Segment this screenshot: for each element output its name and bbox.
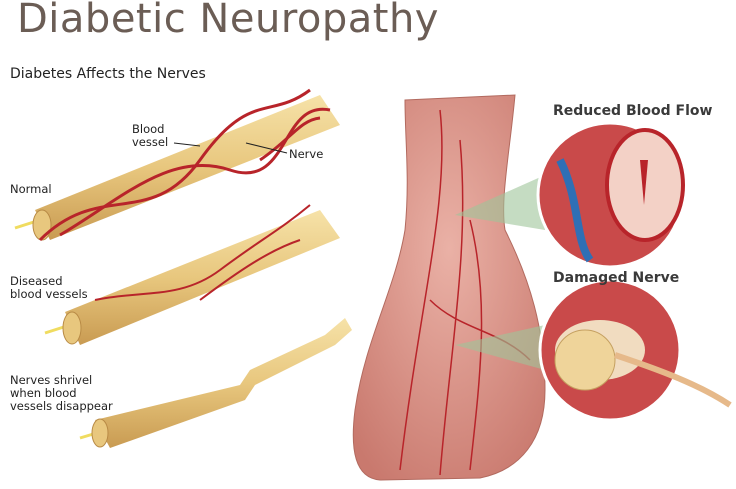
foot [352, 94, 546, 481]
page-title: Diabetic Neuropathy [17, 0, 439, 42]
label-nerve: Nerve [289, 147, 324, 161]
damaged-nerve-inset [538, 278, 732, 422]
label-shrivel: Nerves shrivel when blood vessels disapp… [10, 373, 113, 413]
subtitle: Diabetes Affects the Nerves [10, 66, 206, 82]
normal-nerve [14, 88, 340, 242]
label-damaged-nerve: Damaged Nerve [553, 270, 680, 286]
label-normal: Normal [10, 182, 52, 196]
label-blood-vessel: Blood vessel [132, 122, 169, 149]
label-diseased: Diseased blood vessels [10, 274, 88, 301]
shriveled-nerve [79, 318, 352, 448]
label-reduced-blood-flow: Reduced Blood Flow [553, 103, 713, 119]
reduced-blood-flow-inset [536, 121, 685, 269]
diseased-nerve [44, 204, 340, 345]
